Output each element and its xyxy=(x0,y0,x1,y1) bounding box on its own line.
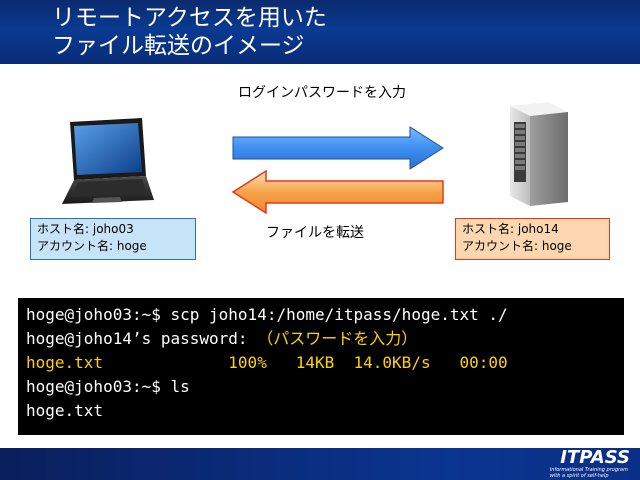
itpass-tagline-line-1: Informational Training program xyxy=(549,467,628,473)
terminal-line-ls-result: hoge.txt xyxy=(26,401,104,420)
terminal-line-scp-command: hoge@joho03:~$ scp joho14:/home/itpass/h… xyxy=(26,305,508,324)
login-arrow-right xyxy=(232,126,444,170)
terminal-line-ls-command: hoge@joho03:~$ ls xyxy=(26,377,190,396)
itpass-logo-tagline: Informational Training program with a sp… xyxy=(550,467,628,479)
slide-title: リモートアクセスを用いた ファイル転送のイメージ xyxy=(52,4,327,60)
client-host-name: ホスト名: joho03 xyxy=(37,222,134,236)
itpass-logo: ITPASS Informational Training program wi… xyxy=(544,447,630,479)
slide-title-line-2: ファイル転送のイメージ xyxy=(52,33,305,59)
slide-footer: ITPASS Informational Training program wi… xyxy=(0,447,640,480)
slide-header: リモートアクセスを用いた ファイル転送のイメージ xyxy=(0,0,640,64)
password-prompt-text: hoge@joho14’s password: xyxy=(26,329,258,348)
client-info-box: ホスト名: joho03 アカウント名: hoge xyxy=(30,218,196,260)
server-icon xyxy=(510,102,568,206)
server-account-name: アカウント名: hoge xyxy=(462,239,572,253)
password-hint: （パスワードを入力） xyxy=(257,329,418,348)
server-info-box: ホスト名: joho14 アカウント名: hoge xyxy=(455,218,610,260)
itpass-tagline-line-2: with a spirit of self-help xyxy=(549,473,609,479)
terminal-line-transfer-progress: hoge.txt 100% 14KB 14.0KB/s 00:00 xyxy=(26,353,508,372)
file-transfer-label: ファイルを転送 xyxy=(266,225,364,241)
login-password-label: ログインパスワードを入力 xyxy=(238,85,406,101)
client-account-name: アカウント名: hoge xyxy=(37,239,147,253)
transfer-arrow-left xyxy=(232,170,444,214)
slide-title-line-1: リモートアクセスを用いた xyxy=(52,5,327,31)
laptop-icon xyxy=(62,118,154,204)
server-host-name: ホスト名: joho14 xyxy=(462,222,559,236)
itpass-logo-text: ITPASS xyxy=(560,447,630,468)
terminal-line-password-prompt: hoge@joho14’s password: （パスワードを入力） xyxy=(26,327,616,351)
terminal-output: hoge@joho03:~$ scp joho14:/home/itpass/h… xyxy=(18,298,624,435)
